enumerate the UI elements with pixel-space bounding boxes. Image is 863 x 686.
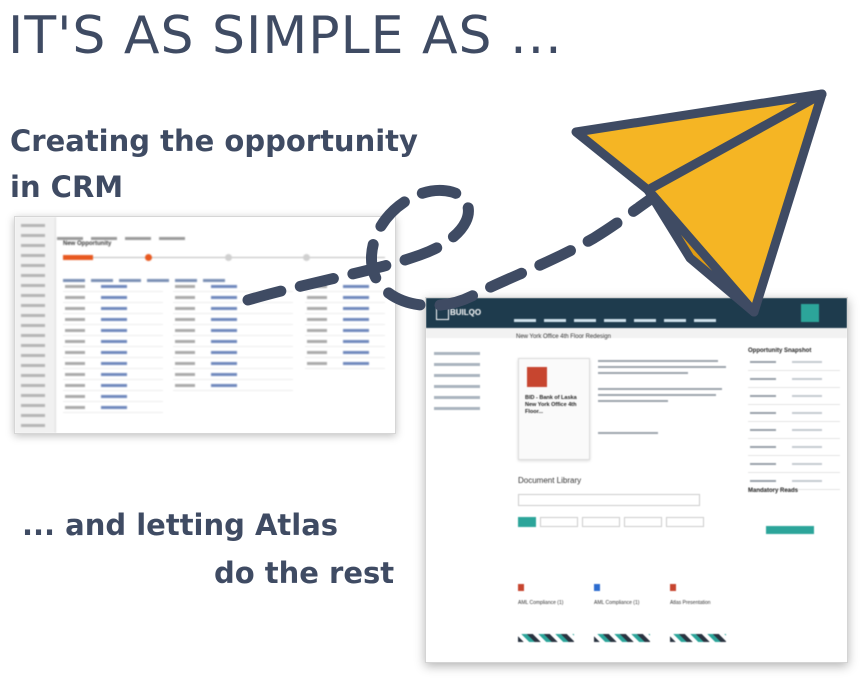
atlas-document-library-heading: Document Library	[518, 476, 582, 485]
atlas-mandatory-reads: Mandatory Reads	[748, 488, 840, 548]
atlas-top-nav: BUILQO	[426, 298, 847, 328]
atlas-tile-name: AML Compliance (1)	[518, 600, 564, 606]
crm-sidebar	[15, 217, 56, 433]
subheading: Creating the opportunity in CRM	[10, 118, 418, 210]
document-icon	[527, 367, 547, 387]
crm-screenshot: New Opportunity	[14, 216, 396, 434]
atlas-card-title: BID - Bank of Laska New York Office 4th …	[525, 395, 577, 415]
atlas-search-input	[518, 494, 700, 506]
atlas-tile-name: AML Compliance (1)	[594, 600, 640, 606]
subheading-line-1: Creating the opportunity	[10, 124, 418, 158]
atlas-page-title: New York Office 4th Floor Redesign	[516, 334, 611, 340]
atlas-screenshot: BUILQO New York Office 4th Floor Redesig…	[425, 297, 848, 663]
paper-plane-icon	[571, 89, 827, 317]
tagline-line-1: ... and letting Atlas	[22, 508, 339, 542]
atlas-opportunity-card: BID - Bank of Laska New York Office 4th …	[518, 358, 590, 460]
tagline-line-2: do the rest	[214, 556, 395, 590]
atlas-settings-icon	[801, 304, 819, 322]
atlas-tile-name: Atlas Presentation	[670, 600, 711, 606]
headline: IT'S AS SIMPLE AS ...	[8, 6, 563, 66]
atlas-side-nav	[434, 344, 504, 410]
crm-record-title: New Opportunity	[63, 241, 112, 247]
subheading-line-2: in CRM	[10, 170, 124, 204]
atlas-logo: BUILQO	[436, 305, 494, 321]
atlas-opportunity-snapshot: Opportunity Snapshot	[748, 348, 840, 490]
crm-status-banner	[63, 255, 93, 260]
